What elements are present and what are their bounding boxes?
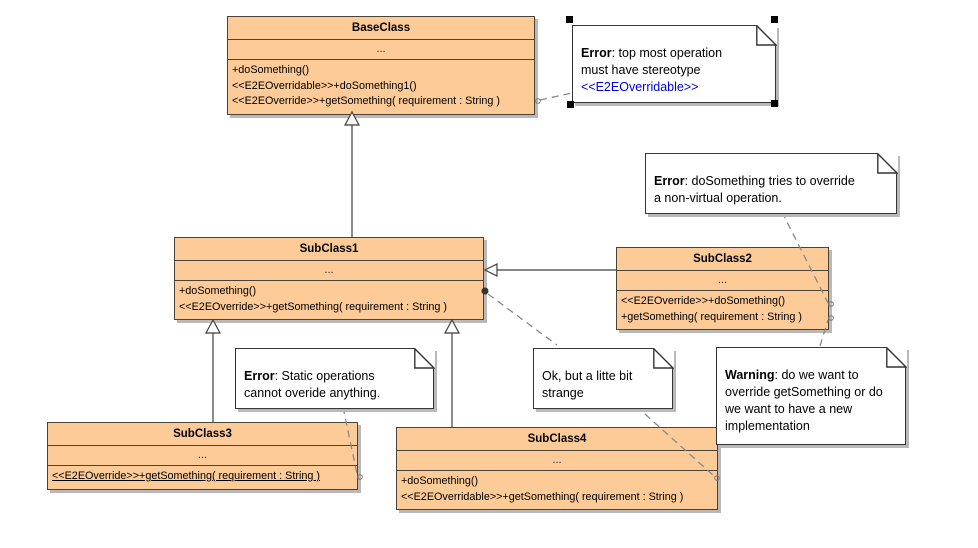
operation-hook	[828, 301, 834, 307]
note-text-stereotype: <<E2EOverridable>>	[581, 80, 699, 94]
note-text: Error: top most operation	[581, 46, 723, 60]
note-text: Ok, but a litte bit	[542, 369, 633, 383]
operation[interactable]: +doSomething()	[401, 475, 479, 487]
note-text: override getSomething or do	[725, 385, 883, 399]
note-text: must have stereotype	[581, 63, 701, 77]
operations-compartment: +doSomething() <<E2EOverride>>+getSometh…	[175, 280, 483, 319]
note-fold-icon	[885, 346, 907, 368]
note-text: a non-virtual operation.	[654, 191, 782, 205]
selection-handle[interactable]	[566, 16, 573, 23]
class-name: SubClass3	[173, 428, 232, 440]
operation[interactable]: <<E2EOverride>>+getSomething( requiremen…	[232, 95, 500, 107]
class-name: SubClass2	[693, 253, 752, 265]
attributes-compartment: ...	[48, 445, 357, 465]
note-fold-icon	[755, 24, 777, 46]
selection-handle[interactable]	[567, 101, 574, 108]
anchor-top-error-note[interactable]	[539, 92, 573, 101]
attributes-compartment: ...	[228, 39, 534, 59]
operation[interactable]: +doSomething()	[232, 64, 310, 76]
note-ok[interactable]: Ok, but a litte bit strange	[533, 347, 674, 409]
generalization-subclass1-baseclass[interactable]	[343, 110, 361, 237]
class-box-subclass4[interactable]: SubClass4 ... +doSomething() <<E2EOverri…	[396, 427, 718, 510]
operations-compartment: <<E2EOverride>>+doSomething() +getSometh…	[617, 290, 828, 329]
operation[interactable]: +getSomething( requirement : String )	[621, 310, 802, 323]
note-text: Error: doSomething tries to override	[654, 174, 855, 188]
attributes-compartment: ...	[617, 270, 828, 290]
note-static-error[interactable]: Error: Static operations cannot overide …	[235, 347, 435, 409]
note-text: strange	[542, 386, 584, 400]
operation[interactable]: <<E2EOverridable>>+getSomething( require…	[401, 490, 684, 503]
note-text: Warning: do we want to	[725, 368, 859, 382]
operations-compartment: +doSomething() <<E2EOverridable>>+doSome…	[228, 59, 534, 114]
note-fold-icon	[652, 347, 674, 369]
anchor-ok-note-subclass1[interactable]	[481, 287, 558, 346]
operations-compartment: +doSomething() <<E2EOverridable>>+getSom…	[397, 470, 717, 509]
note-fold-icon	[413, 347, 435, 369]
class-box-subclass3[interactable]: SubClass3 ... <<E2EOverride>>+getSomethi…	[47, 422, 358, 490]
selection-handle[interactable]	[771, 16, 778, 23]
note-text: cannot overide anything.	[244, 386, 381, 400]
class-name: SubClass1	[299, 243, 359, 255]
operation[interactable]: +doSomething()	[179, 285, 257, 297]
generalization-subclass2-subclass1[interactable]	[483, 263, 616, 277]
generalization-subclass3-subclass1[interactable]	[204, 318, 222, 422]
operations-compartment: <<E2EOverride>>+getSomething( requiremen…	[48, 465, 357, 489]
generalization-subclass4-subclass1[interactable]	[443, 318, 461, 427]
class-box-subclass1[interactable]: SubClass1 ... +doSomething() <<E2EOverri…	[174, 237, 484, 320]
note-text: implementation	[725, 419, 810, 433]
class-name: SubClass4	[527, 433, 587, 445]
note-text: Error: Static operations	[244, 369, 375, 383]
operation-hook	[535, 98, 541, 104]
attributes-compartment: ...	[397, 450, 717, 470]
operation-hook	[828, 315, 834, 321]
note-fold-icon	[876, 152, 898, 174]
selection-handle[interactable]	[771, 100, 778, 107]
note-warning[interactable]: Warning: do we want to override getSomet…	[716, 346, 907, 445]
attributes-compartment: ...	[175, 260, 483, 280]
class-name: BaseClass	[351, 22, 411, 34]
operation[interactable]: <<E2EOverride>>+doSomething()	[621, 295, 786, 307]
operation[interactable]: <<E2EOverridable>>+doSomething1()	[232, 79, 417, 92]
note-top-error[interactable]: Error: top most operation must have ster…	[572, 24, 777, 103]
note-text: we want to have a new	[725, 402, 853, 416]
class-box-subclass2[interactable]: SubClass2 ... <<E2EOverride>>+doSomethin…	[616, 247, 829, 330]
class-box-baseclass[interactable]: BaseClass ... +doSomething() <<E2EOverri…	[227, 16, 535, 115]
operation[interactable]: <<E2EOverride>>+getSomething( requiremen…	[179, 300, 447, 313]
note-override-error[interactable]: Error: doSomething tries to override a n…	[645, 152, 898, 214]
operation-static[interactable]: <<E2EOverride>>+getSomething( requiremen…	[52, 470, 320, 482]
operation-hook	[357, 474, 363, 480]
